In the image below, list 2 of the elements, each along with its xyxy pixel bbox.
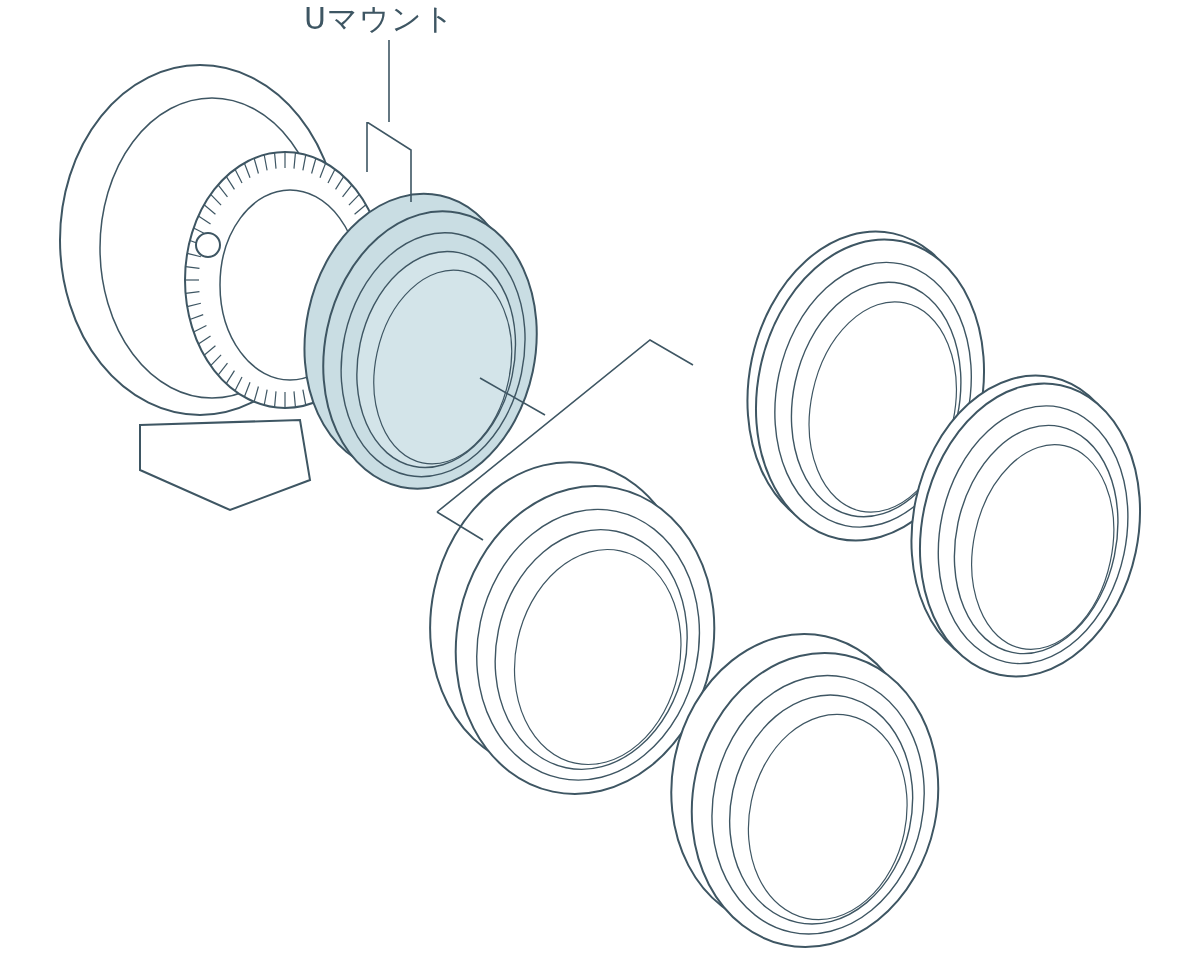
part-label: Uマウント (304, 1, 455, 36)
leader-line (388, 39, 390, 123)
